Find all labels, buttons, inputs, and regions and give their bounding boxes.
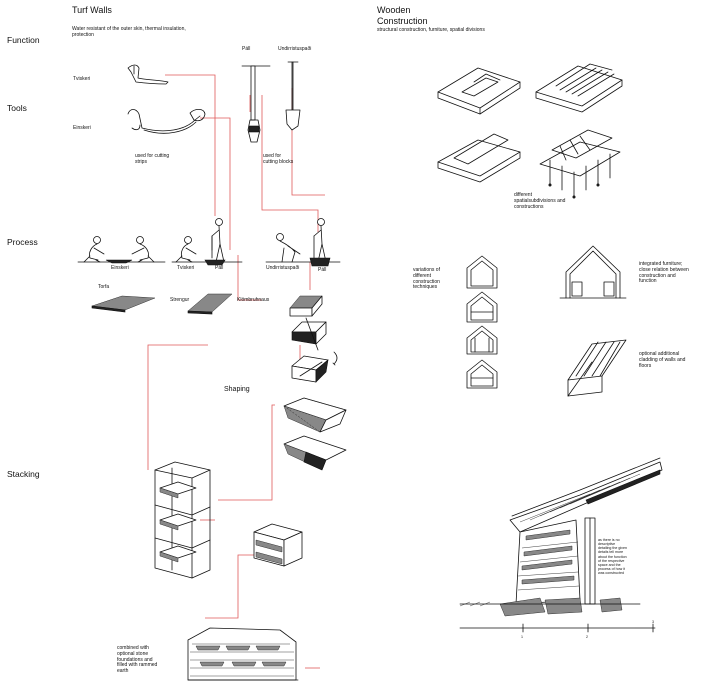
- row-label-tools: Tools: [7, 103, 27, 113]
- stacking-small-wall: [253, 523, 303, 567]
- stacking-note: combined with optional stone foundations…: [117, 645, 158, 674]
- process-undirristuspadi-figure: [276, 233, 301, 263]
- tviskeri-tool-drawing: [127, 64, 169, 85]
- house-section-4: [466, 359, 498, 389]
- turf-walls-subtitle: Water resistant of the outer skin, therm…: [72, 26, 186, 38]
- shaping-block-4: [283, 397, 347, 433]
- furniture-section: [559, 245, 627, 299]
- scale-bar: [459, 623, 656, 633]
- process-label-pall-1: Páll: [215, 265, 224, 271]
- tool-label-undirristuspadi: Undirristuspaði: [278, 46, 312, 52]
- wood-note-cladding: optional additional cladding of walls an…: [639, 351, 686, 369]
- product-label-torfa: Torfa: [98, 284, 110, 290]
- row-label-function: Function: [7, 35, 40, 45]
- pall-tool-drawing: [241, 65, 271, 143]
- process-label-einskeri: Einskeri: [111, 265, 129, 271]
- product-torfa-sheet: [91, 295, 156, 313]
- stacking-base-wall: [187, 627, 299, 681]
- process-label-pall-2: Páll: [318, 267, 327, 273]
- house-section-3: [466, 325, 498, 355]
- undirristuspadi-tool-drawing: [285, 61, 301, 131]
- shaping-block-3: [291, 351, 338, 383]
- scale-tick-2: 2: [586, 635, 588, 639]
- row-label-process: Process: [7, 237, 38, 247]
- wood-note-section: as there is no descriptive detailing the…: [598, 538, 627, 575]
- scale-tick-1: 1: [521, 635, 523, 639]
- product-strengur-sheet: [187, 293, 233, 315]
- scale-tick-3: 3: [652, 620, 654, 624]
- wall-section-detail: [459, 457, 663, 617]
- row-label-stacking: Stacking: [7, 469, 40, 479]
- process-label-undirristuspadi: Undirristuspaði: [266, 265, 300, 271]
- turf-walls-title: Turf Walls: [72, 5, 112, 15]
- process-tviskeri-figure: [175, 236, 197, 263]
- product-label-klombruhnaus: Klömbruhnaus: [237, 297, 270, 303]
- cladding-iso: [567, 339, 627, 397]
- process-einskeri-figures: [83, 236, 155, 264]
- tool-label-einskeri: Einskeri: [73, 125, 91, 131]
- shaping-label: Shaping: [224, 386, 250, 393]
- shaping-block-1: [289, 295, 323, 317]
- stacking-wall-blocks: [159, 481, 197, 563]
- process-label-tviskeri: Tviskeri: [177, 265, 195, 271]
- wooden-iso-3: [437, 133, 521, 183]
- tool-note-strips: used for cutting strips: [135, 153, 170, 165]
- einskeri-tool-drawing: [127, 108, 206, 134]
- shaping-block-5: [283, 435, 347, 471]
- process-pall-figure-2: [309, 218, 331, 267]
- product-label-strengur: Strengur: [170, 297, 190, 303]
- wooden-subtitle: structural construction, furniture, spat…: [377, 27, 485, 33]
- process-pall-figure-1: [204, 218, 226, 266]
- wooden-iso-4-frame: [539, 129, 621, 199]
- shaping-block-2: [291, 317, 327, 351]
- house-section-1: [466, 255, 498, 289]
- red-connector-lines: [147, 74, 325, 669]
- wood-note-variations: variations of different construction tec…: [413, 267, 440, 291]
- wooden-title-line1: Wooden: [377, 5, 411, 15]
- tool-label-pall: Páll: [242, 46, 251, 52]
- wooden-iso-2: [535, 63, 623, 113]
- tool-label-tviskeri: Tviskeri: [73, 76, 91, 82]
- wooden-title-line2: Construction: [377, 16, 428, 26]
- house-section-2: [466, 291, 498, 323]
- tool-note-blocks: used for cutting blocks: [263, 153, 294, 165]
- wood-note-furniture: integrated furniture; close relation bet…: [639, 261, 689, 285]
- wooden-iso-1: [437, 67, 521, 115]
- wood-note-subdivisions: different spatialsubdivisions and constr…: [514, 192, 566, 210]
